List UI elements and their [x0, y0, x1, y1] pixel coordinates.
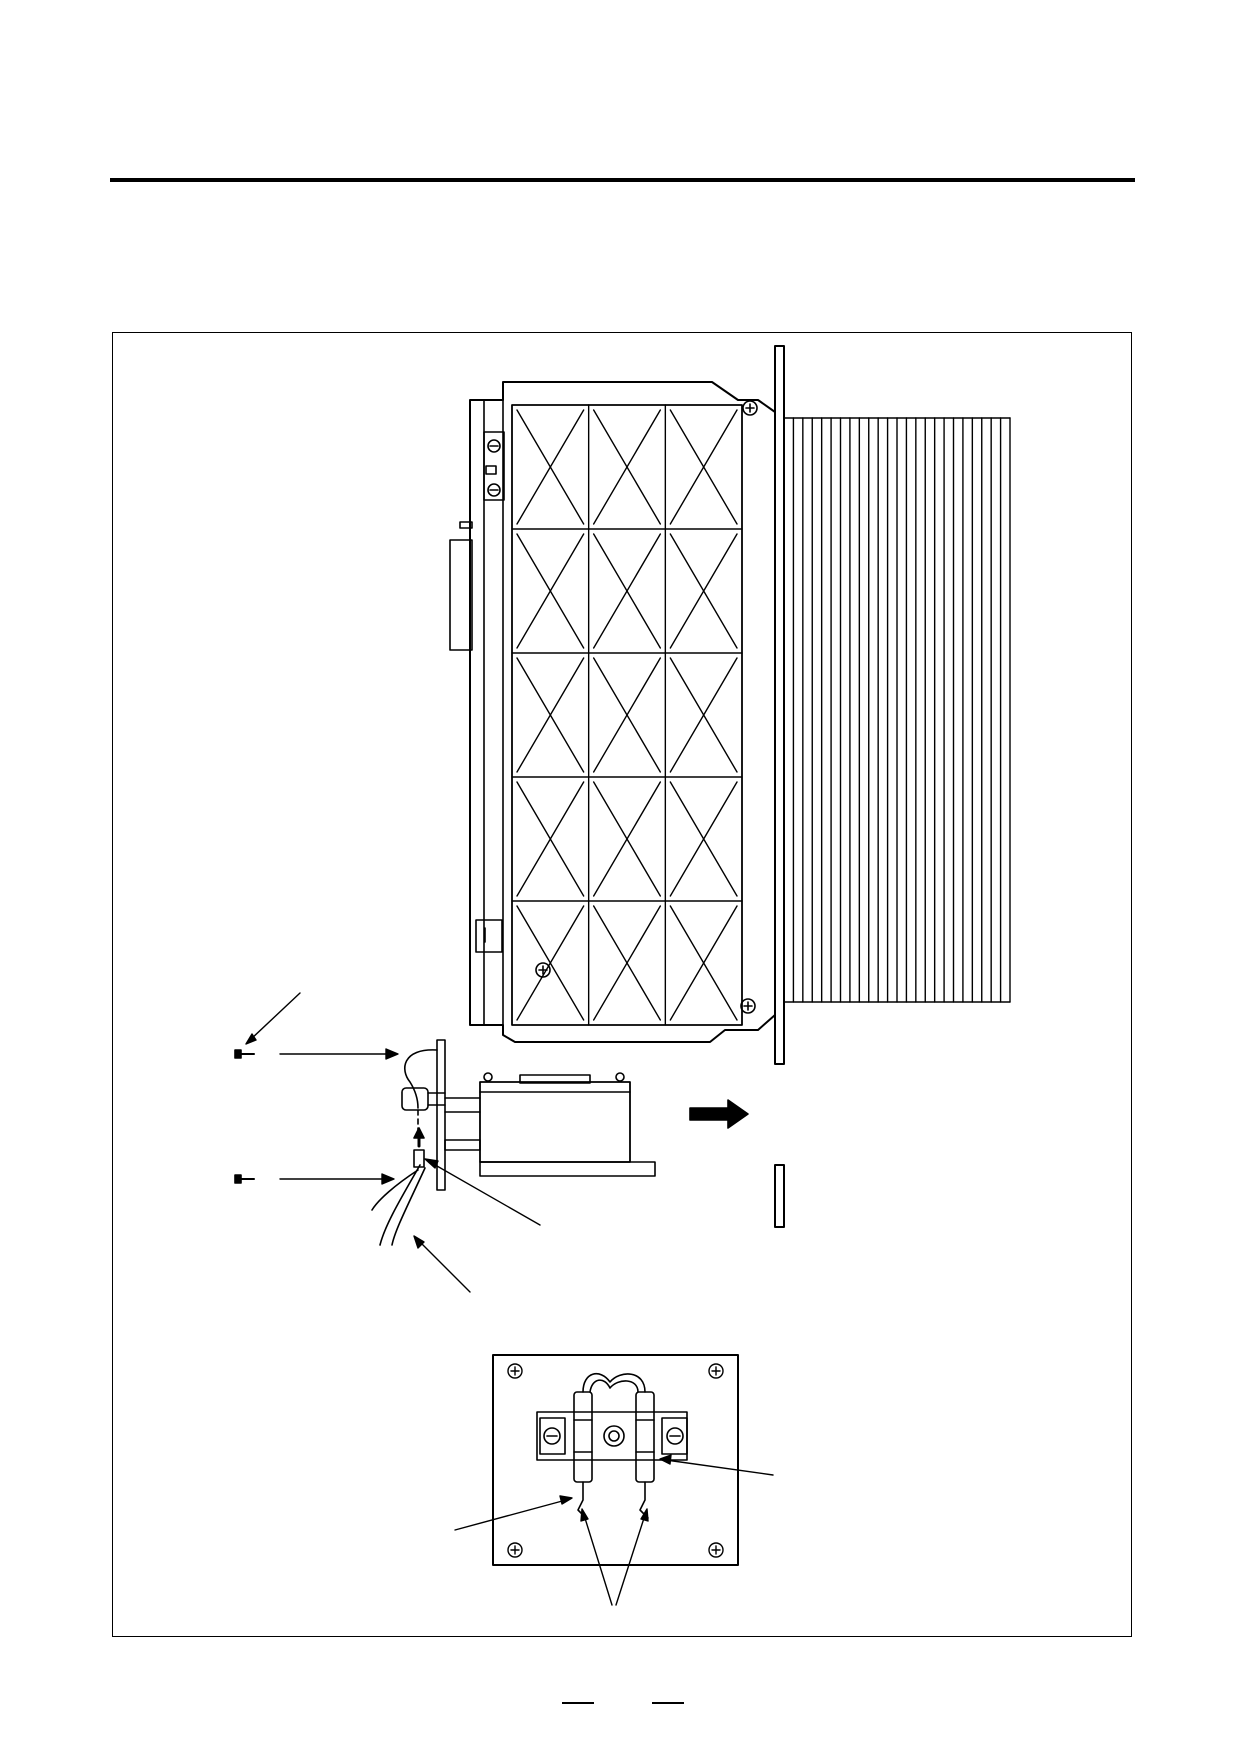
cable [371, 1049, 446, 1246]
mounting-flange [774, 345, 785, 1228]
connector [413, 1127, 425, 1168]
lattice-cross [516, 533, 585, 649]
lattice-cross [592, 781, 662, 897]
screw [234, 1174, 255, 1184]
screw [234, 1049, 255, 1059]
detail-leader-arrows [454, 1454, 774, 1606]
heat-sink-fins [783, 417, 1011, 1003]
lattice-cross [516, 409, 585, 525]
fan-unit [436, 1039, 656, 1191]
leader-arrows [245, 992, 541, 1293]
lattice-cross [669, 905, 738, 1021]
housing-lattice [511, 404, 743, 1026]
lattice-cross [669, 409, 738, 525]
lattice-cross [592, 409, 662, 525]
terminal-screw [543, 1425, 684, 1447]
lattice-cross [516, 657, 585, 773]
header-rule [110, 178, 1135, 182]
lattice-cross [669, 781, 738, 897]
fan-terminal-detail [492, 1354, 739, 1566]
lattice-cross [516, 905, 585, 1021]
figure-frame [112, 332, 1132, 1637]
removal-direction-arrow [689, 1099, 749, 1129]
lattice-cross [669, 657, 738, 773]
lattice-cross [592, 657, 662, 773]
lattice-cross [516, 781, 585, 897]
footer-dash-left [562, 1702, 594, 1704]
lattice-cross [592, 905, 662, 1021]
lattice-cross [592, 533, 662, 649]
servo-amplifier-housing [449, 381, 776, 1043]
footer-dash-right [652, 1702, 684, 1704]
lattice-cross [669, 533, 738, 649]
